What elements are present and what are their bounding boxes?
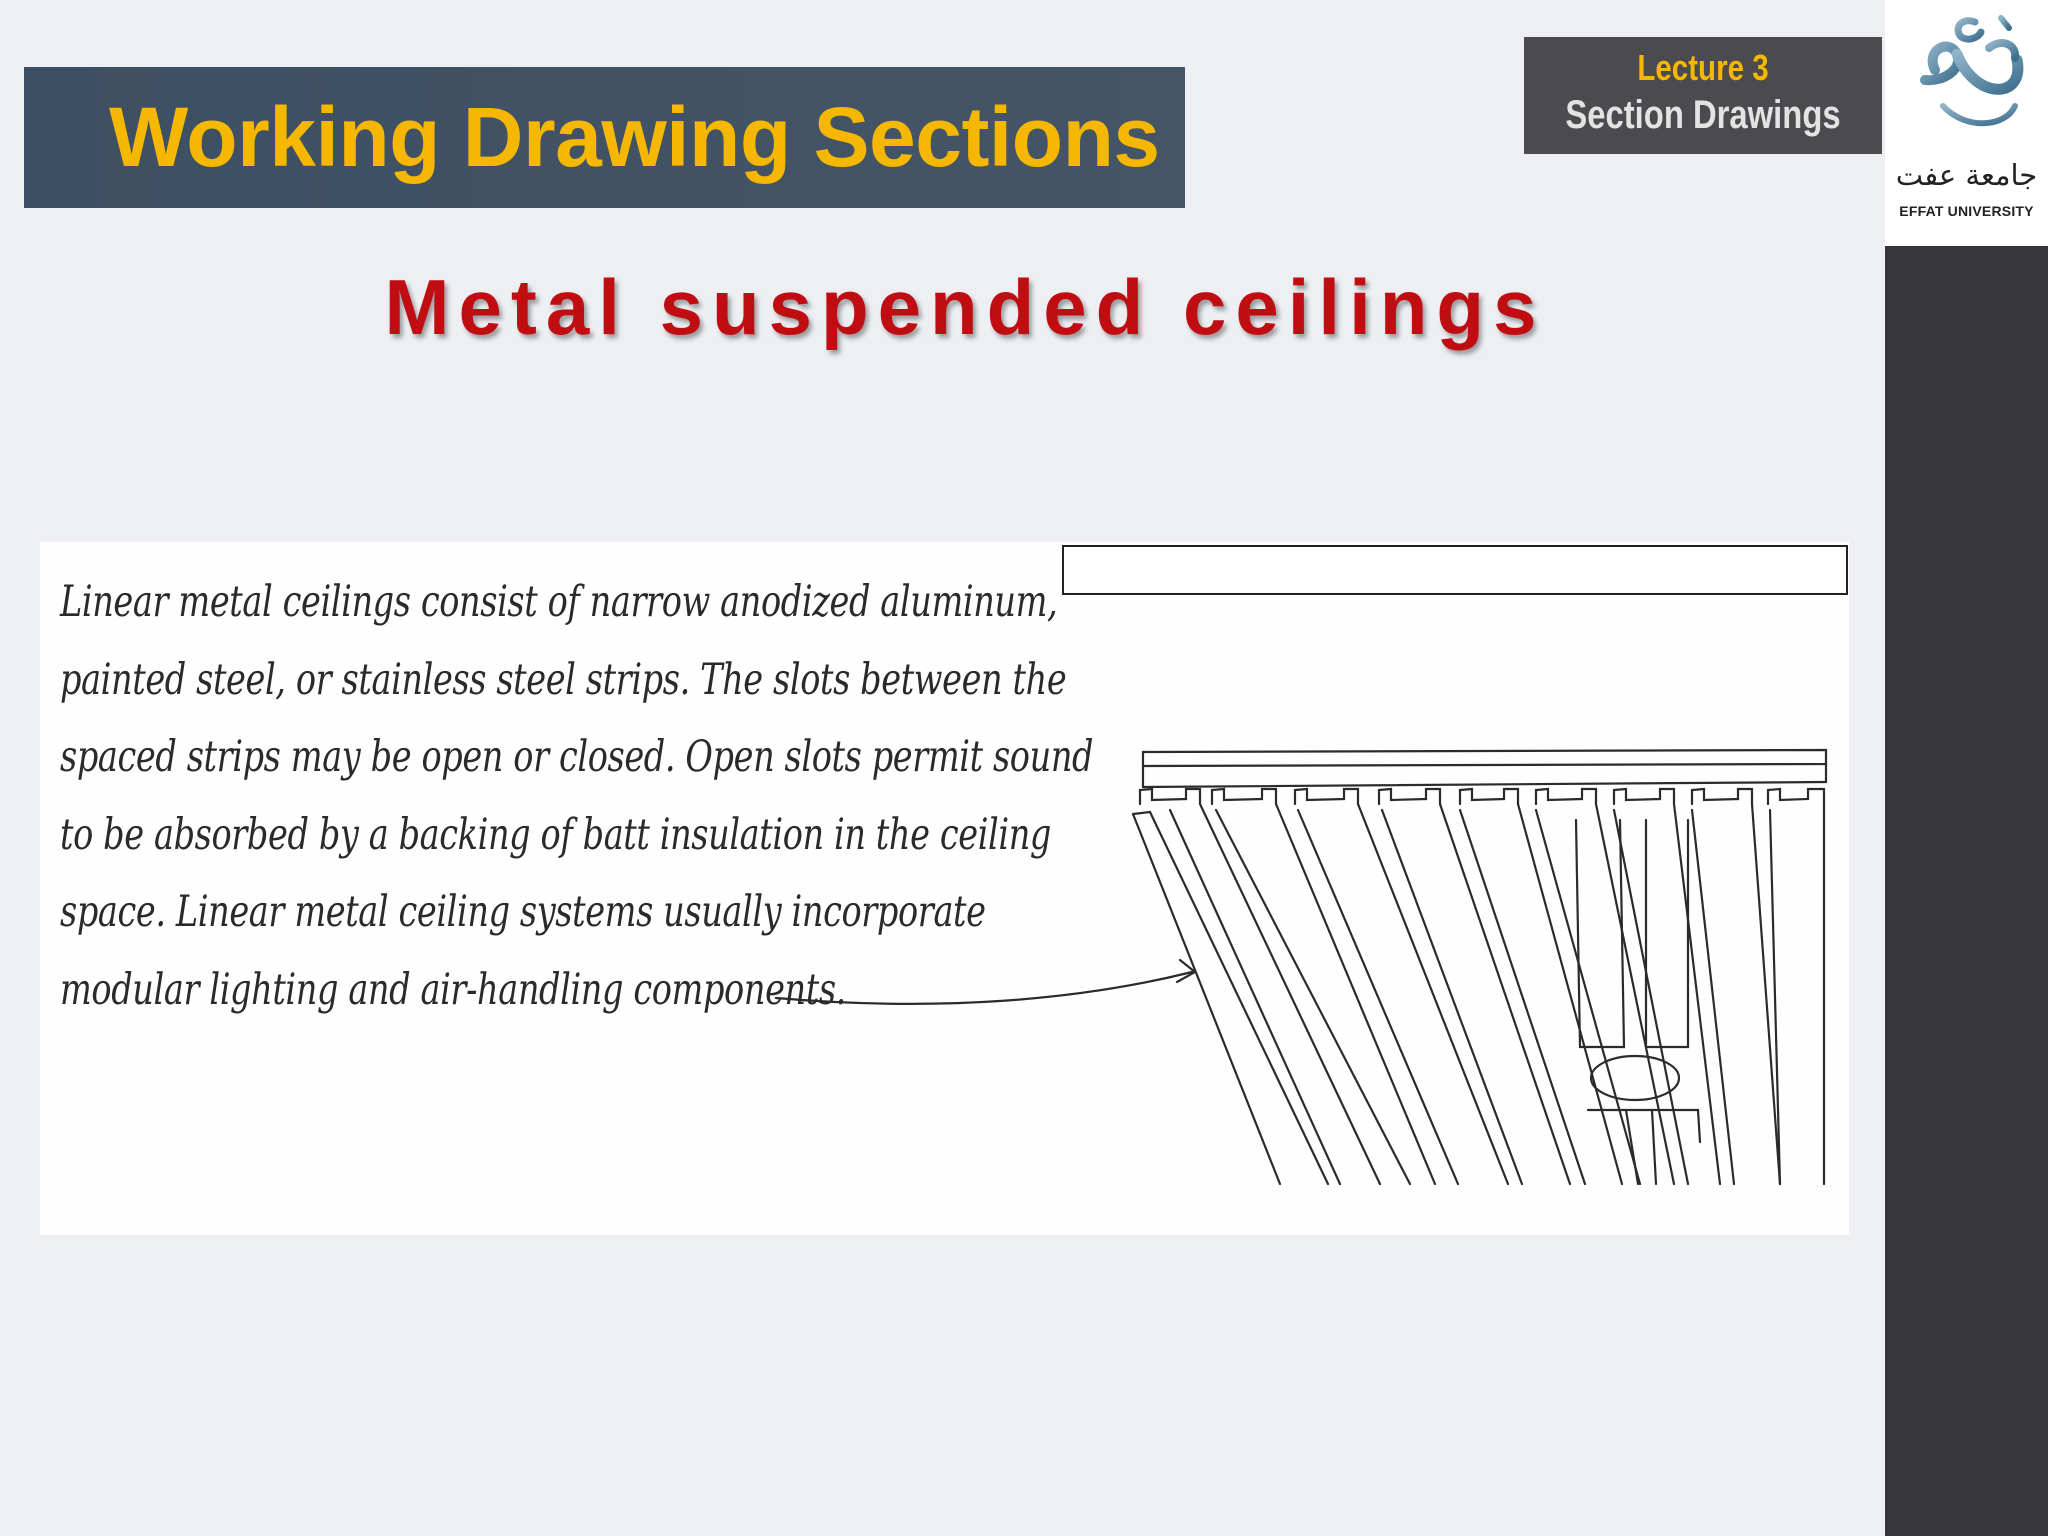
lecture-topic: Section Drawings xyxy=(1565,93,1841,137)
figure-panel: Linear metal ceilings consist of narrow … xyxy=(40,542,1849,1235)
figure-caption-box xyxy=(1062,545,1848,595)
slide: Working Drawing Sections Lecture 3 Secti… xyxy=(24,37,1882,1235)
logo-english-text: EFFAT UNIVERSITY xyxy=(1899,203,2034,219)
slide-title: Working Drawing Sections xyxy=(109,90,1160,184)
university-logo: جامعة عفت EFFAT UNIVERSITY xyxy=(1885,0,2048,246)
lecture-badge: Lecture 3 Section Drawings xyxy=(1524,37,1882,154)
logo-arabic-text: جامعة عفت xyxy=(1895,158,2038,192)
lecture-number: Lecture 3 xyxy=(1637,47,1769,88)
right-sidebar xyxy=(1885,0,2048,1536)
title-banner: Working Drawing Sections xyxy=(24,67,1185,208)
figure-text-line: modular lighting and air-handling compon… xyxy=(60,964,846,1015)
slide-subtitle: Metal suspended ceilings xyxy=(384,263,1546,351)
linear-ceiling-drawing xyxy=(774,748,1828,1186)
effat-logo-icon xyxy=(1920,15,2024,127)
